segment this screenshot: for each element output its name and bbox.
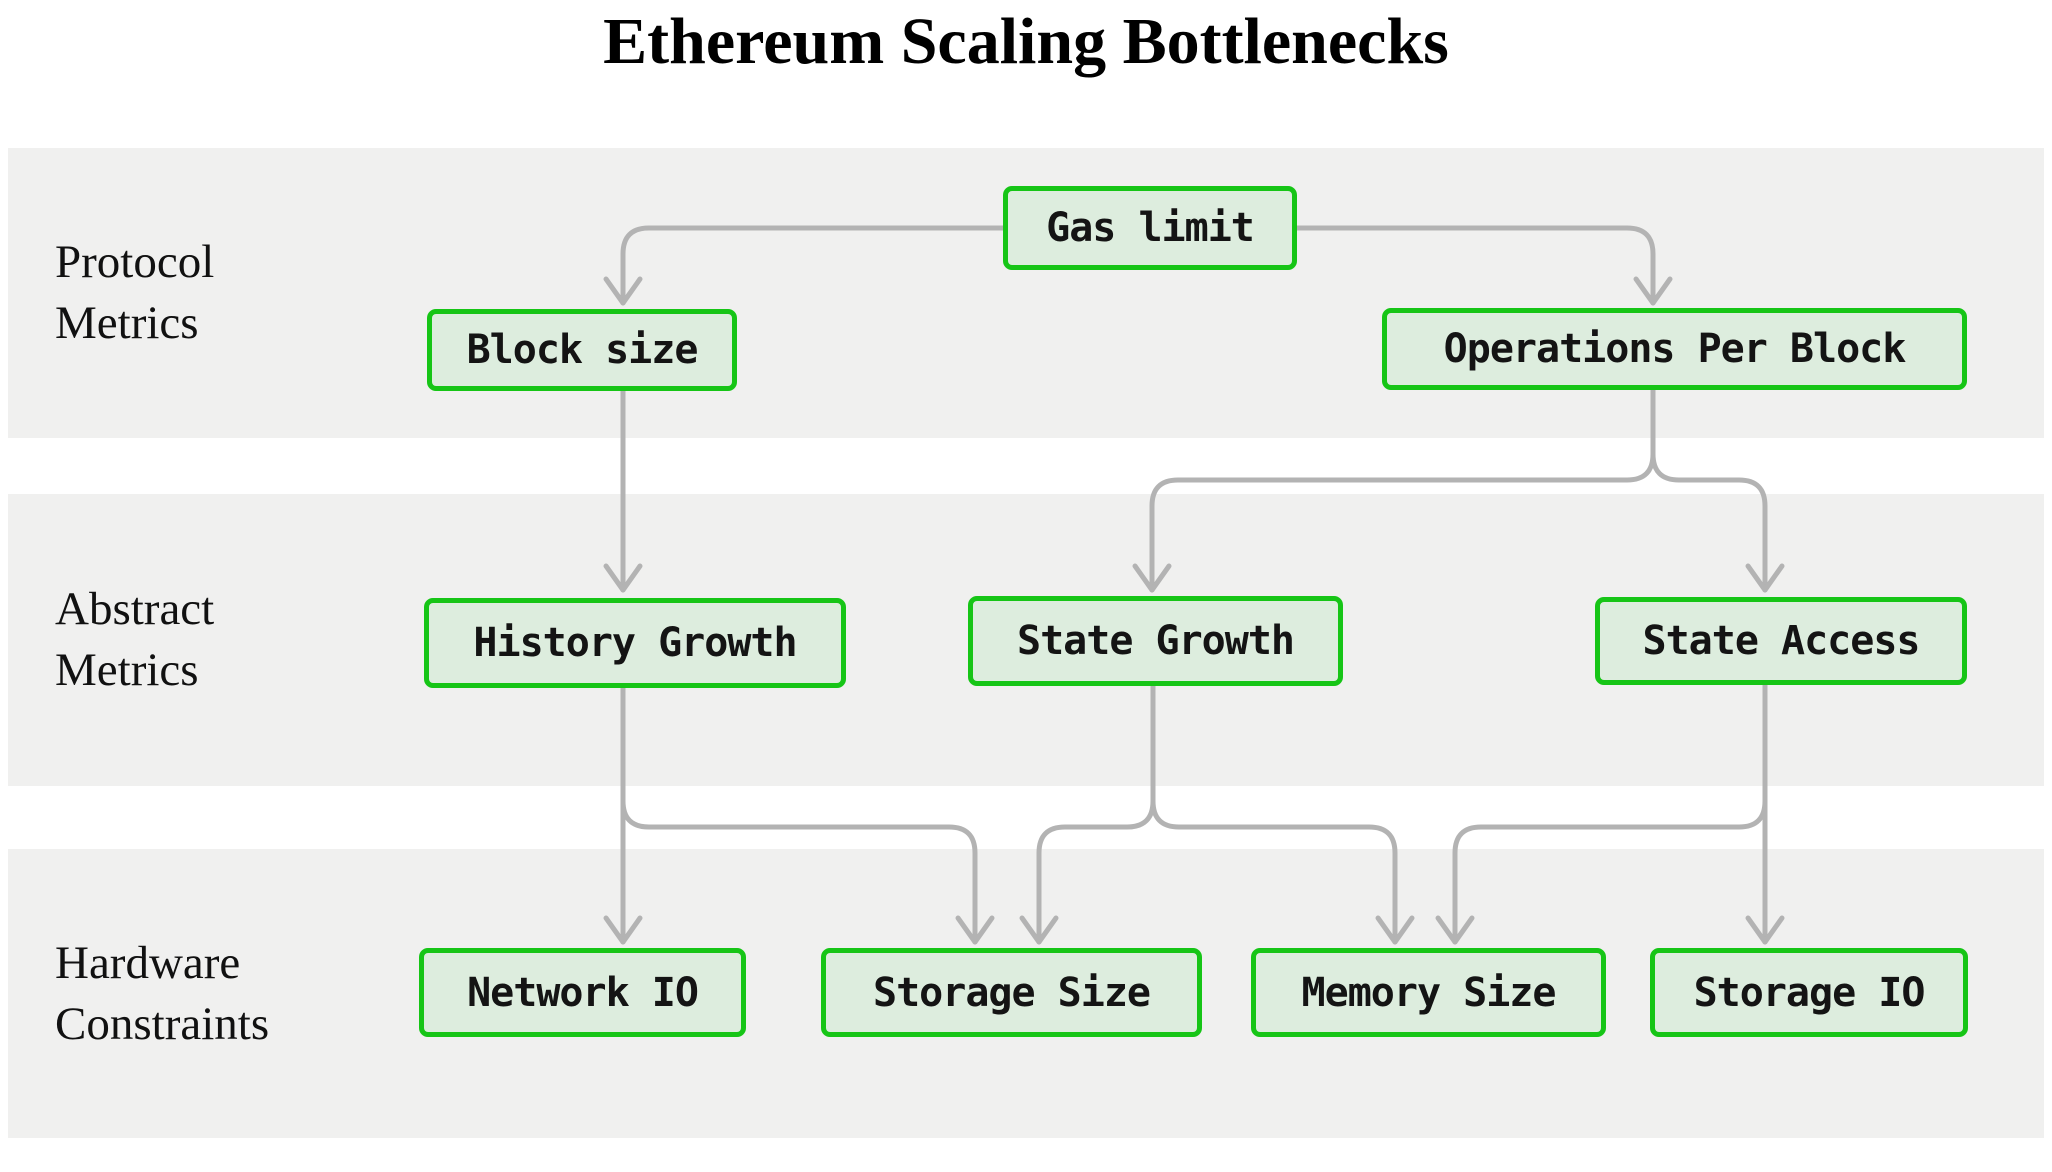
node-network-io: Network IO [419,948,746,1037]
node-gas-limit: Gas limit [1003,186,1297,270]
arrowhead-storage-size [955,915,995,945]
edge-state-growth-memory-size [1150,683,1415,945]
diagram-title: Ethereum Scaling Bottlenecks [603,5,1449,78]
node-state-access: State Access [1595,597,1967,685]
node-state-growth: State Growth [968,596,1343,686]
arrowhead-storage-io [1745,915,1785,945]
arrowhead-history-growth [603,563,643,593]
edge-history-growth-storage-size [620,685,995,945]
arrowhead-memory-size [1375,915,1415,945]
arrowhead-network-io [603,915,643,945]
arrowhead-state-growth [1132,563,1172,593]
edge-ops-per-block-state-growth [1132,387,1656,593]
edge-block-size-history-growth [603,388,643,593]
edge-gas-limit-ops-per-block [1294,225,1673,306]
node-storage-io: Storage IO [1650,948,1968,1037]
arrowhead-ops-per-block [1633,276,1673,306]
node-block-size: Block size [427,309,737,391]
edge-ops-per-block-state-access [1650,387,1785,593]
edge-gas-limit-block-size [603,225,1006,306]
node-memory-size: Memory Size [1251,948,1606,1037]
edge-state-access-memory-size [1435,682,1768,945]
node-storage-size: Storage Size [821,948,1202,1037]
arrowhead-memory-size [1435,915,1475,945]
arrowhead-block-size [603,276,643,306]
node-ops-per-block: Operations Per Block [1382,308,1967,390]
edge-state-access-storage-io [1745,682,1785,945]
arrowhead-state-access [1745,563,1785,593]
arrowhead-storage-size [1019,915,1059,945]
edge-state-growth-storage-size [1019,683,1156,945]
node-history-growth: History Growth [424,598,846,688]
